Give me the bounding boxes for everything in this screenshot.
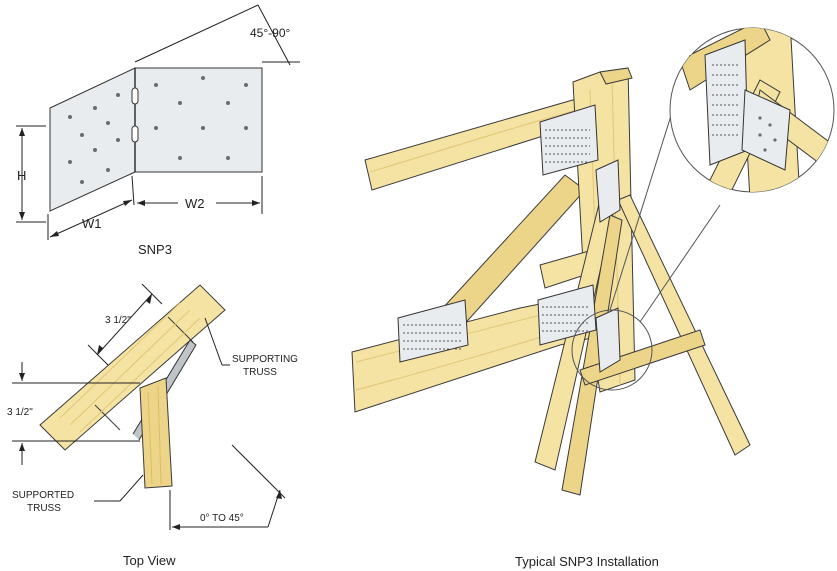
width2-label: W2: [185, 196, 205, 211]
fastener-holes: [68, 76, 248, 184]
dim-top-label: 3 1/2": [105, 315, 131, 326]
snp3-part-drawing: 45°-90° H W1 W2 SNP3: [16, 4, 300, 257]
detail-magnified-view: [669, 27, 835, 193]
right-flange: [134, 67, 263, 173]
angle-range-label: 0° TO 45°: [200, 513, 244, 524]
installation-caption: Typical SNP3 Installation: [515, 554, 659, 569]
supporting-truss-board: [39, 284, 226, 451]
supported-truss-board: [139, 377, 173, 489]
supported-label-line2: TRUSS: [27, 503, 61, 514]
detail-callout-small: [571, 309, 653, 391]
supported-label-line1: SUPPORTED: [12, 490, 74, 501]
part-name-label: SNP3: [138, 242, 172, 257]
top-view-drawing: 3 1/2" 3 1/2" SUPPORTING TRUSS SUPPORTED…: [7, 283, 298, 568]
top-view-caption: Top View: [123, 553, 176, 568]
installation-drawing: Typical SNP3 Installation: [351, 27, 835, 569]
width1-label: W1: [82, 216, 102, 231]
cross-brace: [579, 329, 706, 386]
right-leg: [617, 194, 751, 456]
dim-left-label: 3 1/2": [7, 407, 33, 418]
supporting-label-line2: TRUSS: [243, 367, 277, 378]
height-label: H: [17, 168, 26, 183]
supporting-label-line1: SUPPORTING: [232, 354, 298, 365]
left-flange: [49, 67, 136, 212]
angle-label: 45°-90°: [250, 26, 290, 40]
installation-plates: [397, 104, 621, 373]
